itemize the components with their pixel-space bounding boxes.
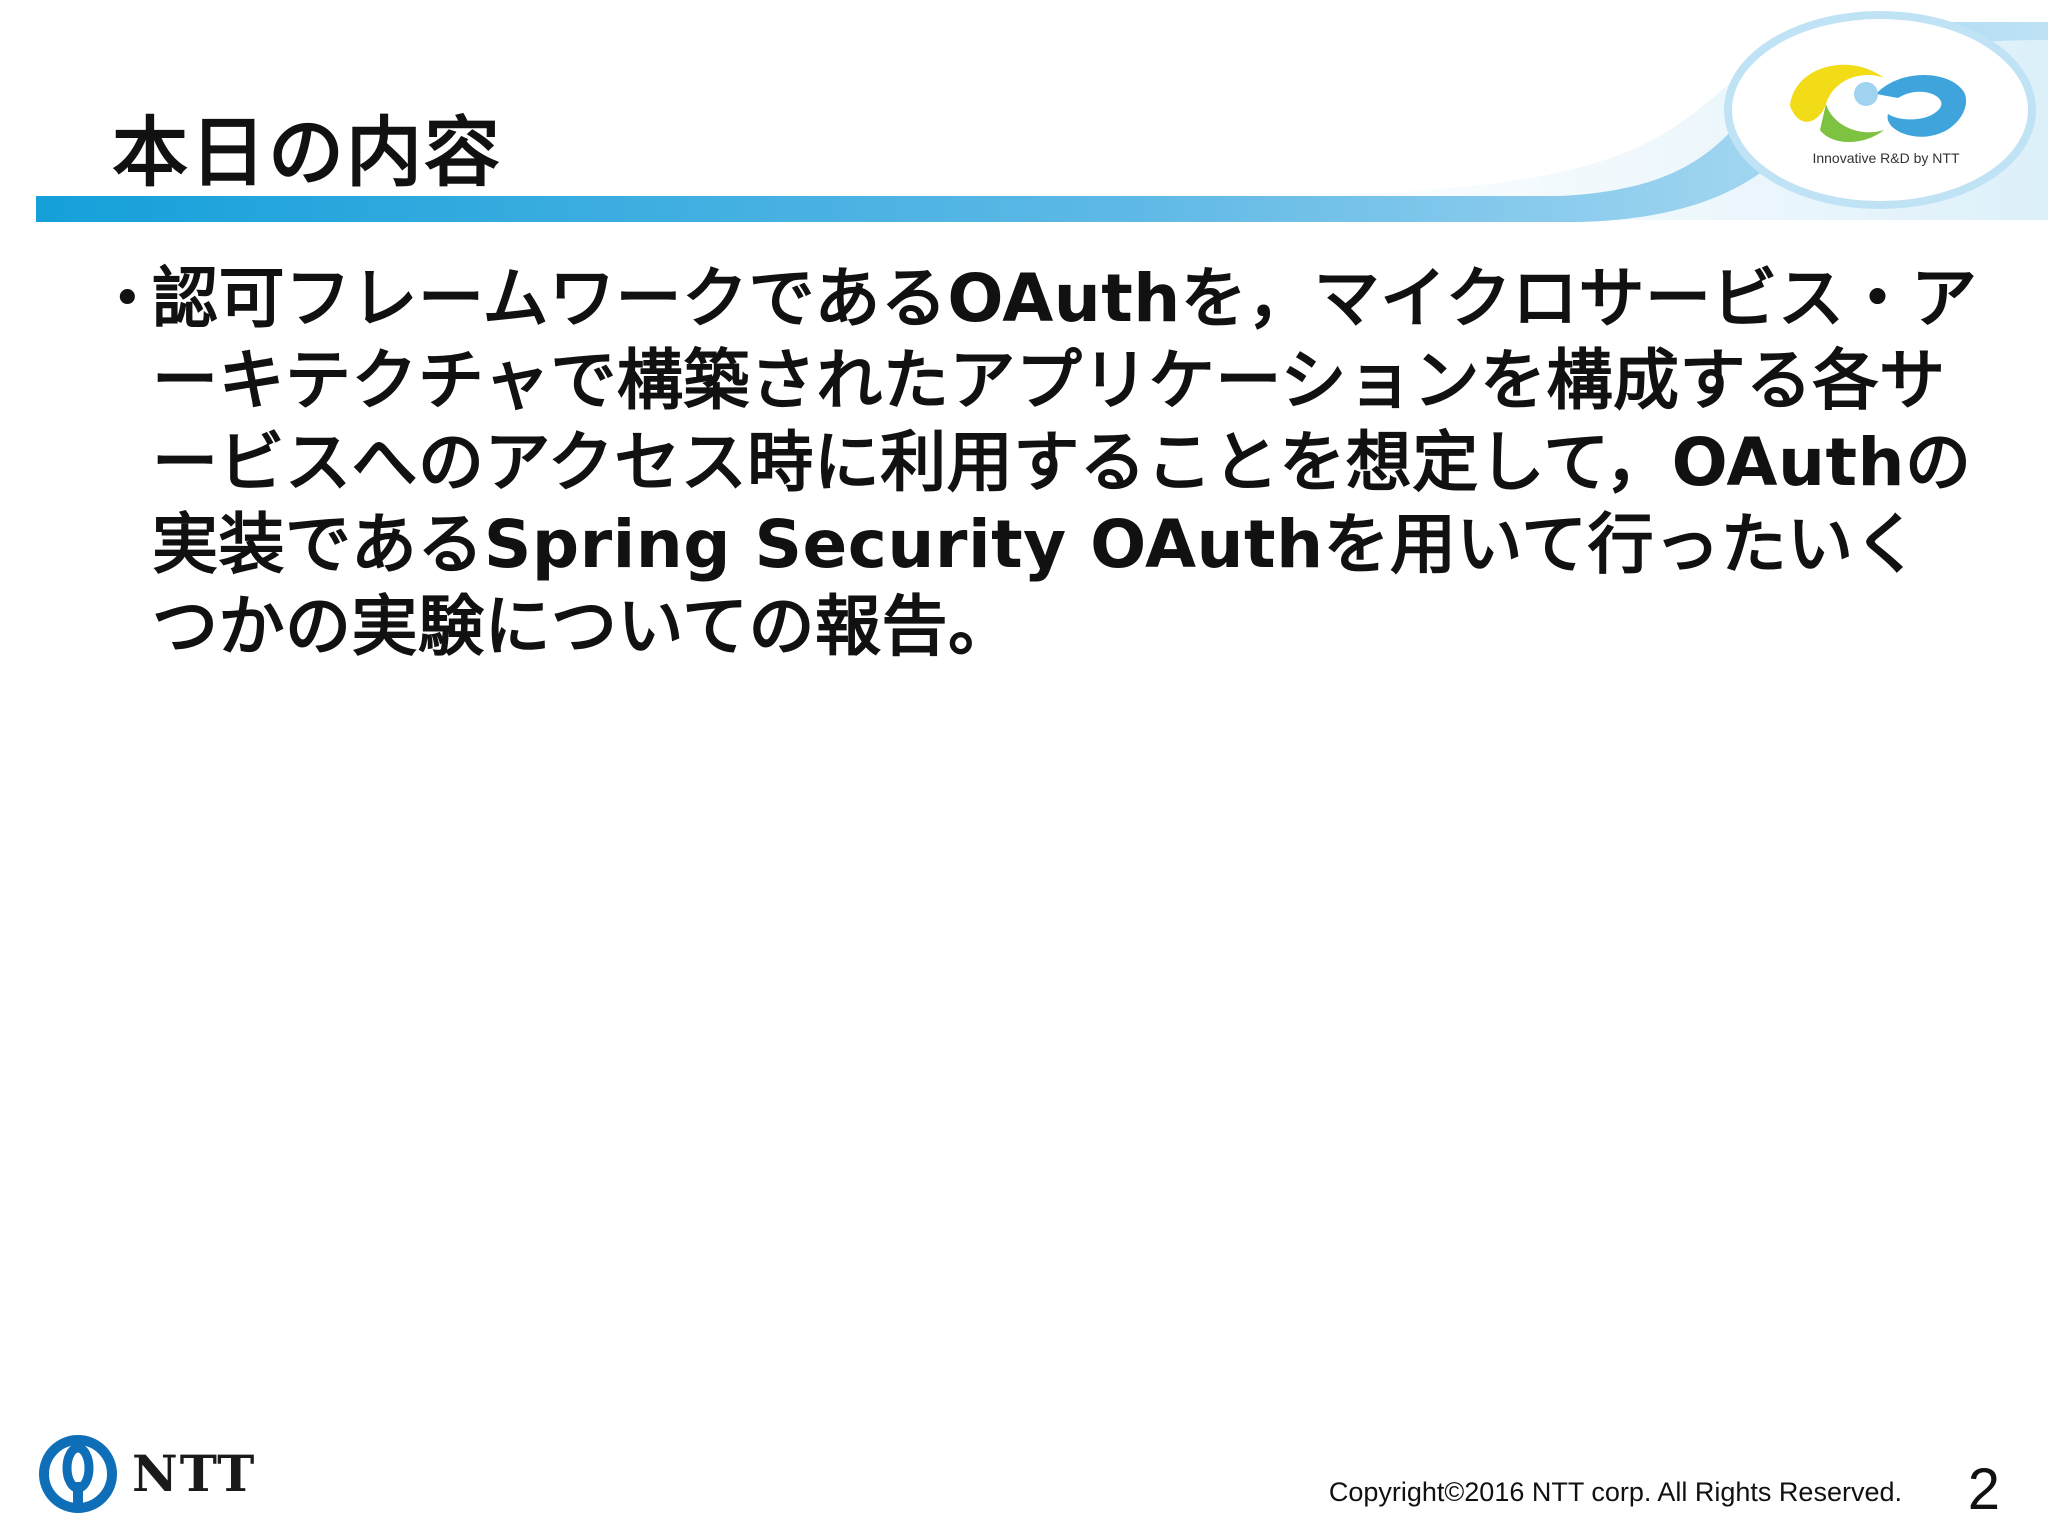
list-item: • 認可フレームワークであるOAuthを，マイクロサービス・アーキテクチャで構築…	[108, 258, 1977, 668]
page-number: 2	[1967, 1457, 2000, 1522]
ntt-logo-icon	[39, 1435, 117, 1513]
innovative-logo-caption: Innovative R&D by NTT	[1812, 150, 1960, 166]
bullet-dot-icon: •	[112, 269, 143, 329]
copyright-text: Copyright©2016 NTT corp. All Rights Rese…	[1328, 1477, 1902, 1507]
innovative-rd-logo-icon	[1790, 64, 1967, 142]
ntt-wordmark: NTT	[132, 1444, 257, 1503]
slide-title: 本日の内容	[112, 108, 502, 197]
bullet-text: 認可フレームワークであるOAuthを，マイクロサービス・アーキテクチャで構築され…	[152, 260, 1978, 665]
bullet-list: • 認可フレームワークであるOAuthを，マイクロサービス・アーキテクチャで構築…	[108, 258, 1977, 668]
